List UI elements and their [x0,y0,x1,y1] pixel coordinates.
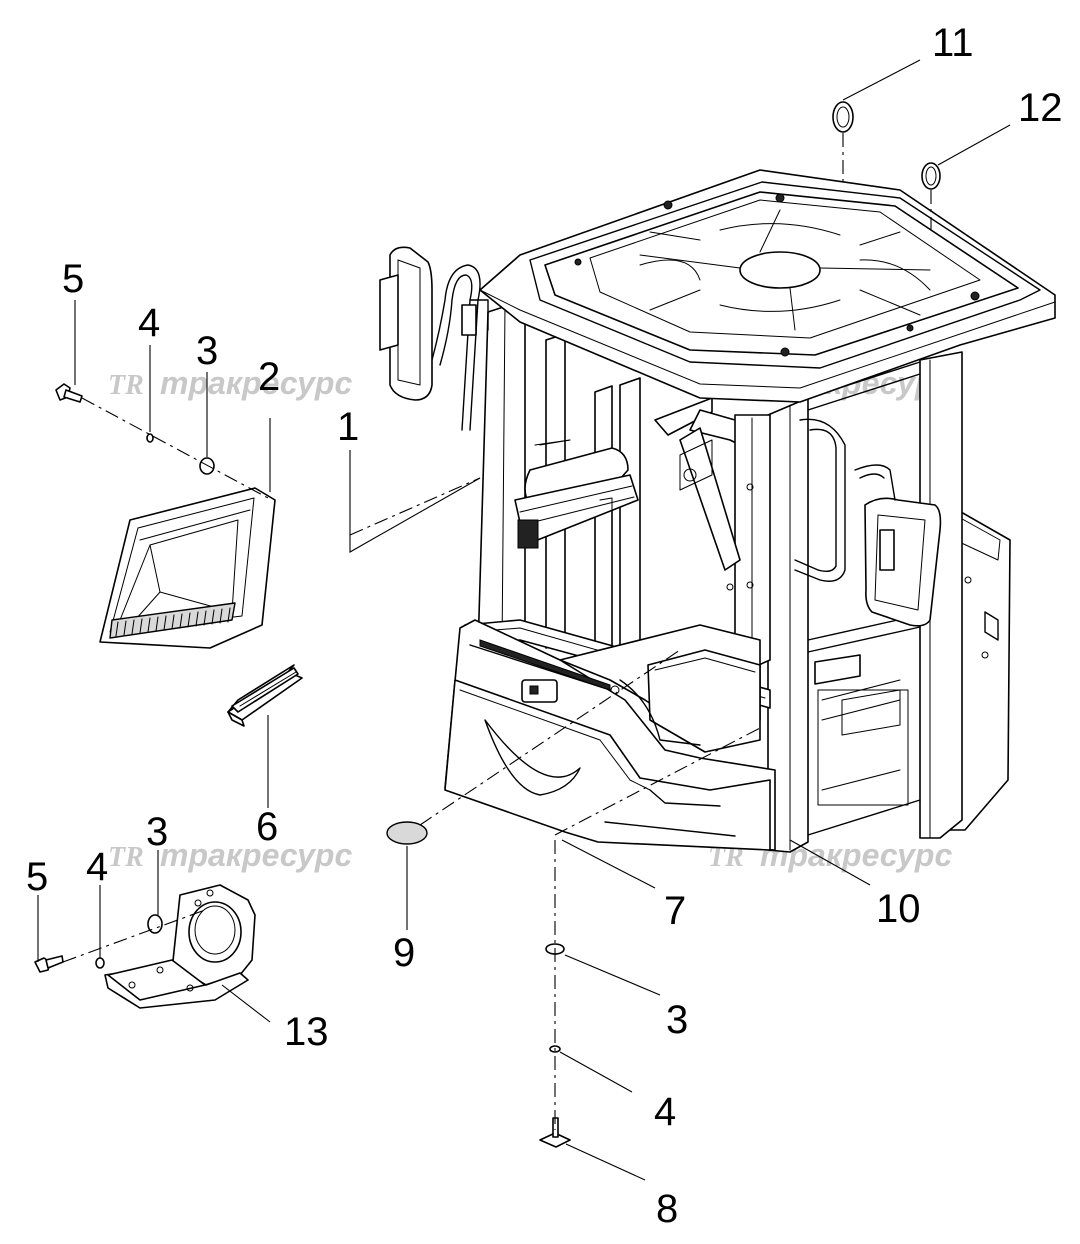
leader-13 [221,984,271,1023]
callout-10: 10 [876,887,921,931]
callout-3-lower: 3 [146,810,168,854]
leader-11 [842,59,921,101]
part-8-bolt [539,1117,571,1148]
leader-4-bottom [559,1051,633,1093]
bolt-shank [45,955,64,969]
spring-washer-lower [95,957,105,969]
door-latch [814,654,861,685]
watermark-text: тракресурс [160,365,352,401]
callout-9: 9 [393,931,415,975]
front-light [521,679,558,703]
watermark-3: TR тракресурс [108,837,352,873]
axis-upper-bolt [81,397,269,499]
wiper-motor [514,439,639,549]
bolt-8-head [539,1132,571,1148]
roof-frame [529,181,1041,369]
callout-2: 2 [258,355,280,399]
callout-13: 13 [284,1010,329,1054]
left-mirror-housing [389,246,433,401]
leader-7 [561,839,656,889]
cab-assembly [379,169,1056,853]
callout-12: 12 [1018,86,1063,130]
leader-10 [789,839,871,886]
front-panel-slot [484,719,581,796]
callout-4-lower: 4 [86,845,108,889]
flat-washer-lower [147,914,163,934]
callout-3-upper: 3 [196,329,218,373]
callout-5-upper: 5 [62,257,84,301]
axis-plug [419,649,681,826]
bolt-8-shank [552,1117,559,1138]
flat-washer-upper [199,457,215,475]
part-11-ring [832,101,854,133]
callout-4-bottom: 4 [654,1090,676,1134]
leader-12 [937,124,1011,166]
axis-bottom-to-cab [554,727,761,836]
spring-washer-upper [146,433,154,443]
leader-3-bottom [564,954,661,996]
leader-1 [349,450,481,553]
bolt-shank [63,389,83,403]
part-6-edge-clip [227,664,303,727]
cab-front-left-pillar [477,299,526,653]
callout-1: 1 [337,405,359,449]
callout-4-upper: 4 [138,301,160,345]
cab-roof [479,169,1056,403]
watermark-logo: TR [108,370,144,401]
leader-8 [565,1143,646,1181]
callout-5-lower: 5 [26,855,48,899]
roof-hatch-center [739,251,821,289]
callout-11: 11 [932,21,974,65]
part-13-bracket [104,884,256,1009]
part-12-ring [921,162,941,190]
vent-grille [109,602,236,639]
right-mirror [854,464,942,627]
bracket-hole [188,901,242,963]
callout-7: 7 [664,889,686,933]
axis-cab [349,477,481,536]
callout-8: 8 [656,1187,678,1231]
bolt-upper-left [55,383,83,403]
axis-lower-bolt [62,909,206,963]
watermark-text: тракресурс [160,837,352,873]
left-mirror [379,246,489,431]
cab-left-rear-pillar [619,377,641,661]
callout-3-bottom: 3 [666,998,688,1042]
console-box [647,649,761,753]
cab-front-panel [444,679,771,851]
watermark-1: TR тракресурс [108,365,352,401]
part-9-plug [386,821,428,845]
bolt-lower-left [34,955,64,973]
watermark-logo: TR [108,842,144,873]
callout-6: 6 [256,805,278,849]
part-2-front-vent-panel [99,487,276,649]
